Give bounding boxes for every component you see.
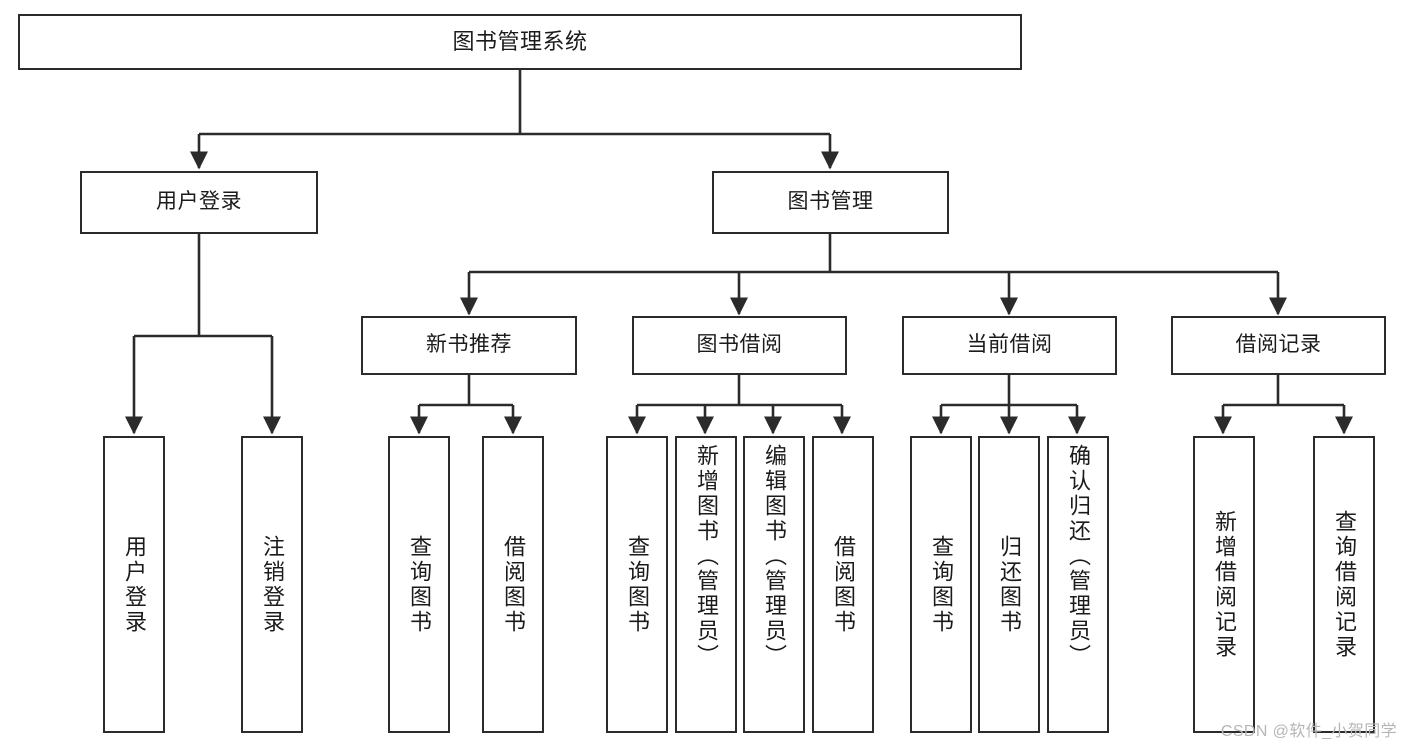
node-borrow-record[interactable]: 借阅记录 xyxy=(1171,316,1386,375)
node-book-borrow-label: 图书借阅 xyxy=(696,333,783,357)
node-leaf-user-login[interactable]: 用户登录 xyxy=(103,436,165,733)
node-leaf-add-book-label: 新增图书（管理员） xyxy=(694,444,719,669)
node-leaf-edit-book[interactable]: 编辑图书（管理员） xyxy=(743,436,805,733)
node-leaf-query-book-2-label: 查询图书 xyxy=(625,534,650,635)
node-leaf-query-book-1-label: 查询图书 xyxy=(407,534,432,635)
node-root-label: 图书管理系统 xyxy=(452,29,588,55)
node-leaf-query-book-3-label: 查询图书 xyxy=(929,534,954,635)
node-book-manage[interactable]: 图书管理 xyxy=(712,171,949,234)
node-leaf-query-book-1[interactable]: 查询图书 xyxy=(388,436,450,733)
node-user-login[interactable]: 用户登录 xyxy=(80,171,318,234)
node-current-borrow[interactable]: 当前借阅 xyxy=(902,316,1117,375)
node-book-manage-label: 图书管理 xyxy=(787,190,874,214)
node-leaf-add-record-label: 新增借阅记录 xyxy=(1212,509,1237,660)
node-leaf-query-record[interactable]: 查询借阅记录 xyxy=(1313,436,1375,733)
node-leaf-confirm-return[interactable]: 确认归还（管理员） xyxy=(1047,436,1109,733)
node-leaf-edit-book-label: 编辑图书（管理员） xyxy=(762,444,787,669)
node-leaf-return-book-label: 归还图书 xyxy=(997,534,1022,635)
node-leaf-return-book[interactable]: 归还图书 xyxy=(978,436,1040,733)
node-leaf-add-record[interactable]: 新增借阅记录 xyxy=(1193,436,1255,733)
node-leaf-query-book-2[interactable]: 查询图书 xyxy=(606,436,668,733)
node-new-book-rec-label: 新书推荐 xyxy=(426,333,512,357)
node-book-borrow[interactable]: 图书借阅 xyxy=(632,316,847,375)
node-user-login-label: 用户登录 xyxy=(156,190,242,214)
node-leaf-user-login-label: 用户登录 xyxy=(122,534,147,635)
node-leaf-user-logout-label: 注销登录 xyxy=(260,534,285,635)
node-leaf-borrow-book-1-label: 借阅图书 xyxy=(501,534,526,635)
node-leaf-borrow-book-1[interactable]: 借阅图书 xyxy=(482,436,544,733)
node-leaf-confirm-return-label: 确认归还（管理员） xyxy=(1066,444,1091,669)
node-leaf-add-book[interactable]: 新增图书（管理员） xyxy=(675,436,737,733)
node-new-book-rec[interactable]: 新书推荐 xyxy=(361,316,577,375)
node-leaf-borrow-book-2-label: 借阅图书 xyxy=(831,534,856,635)
node-root[interactable]: 图书管理系统 xyxy=(18,14,1022,70)
node-leaf-query-record-label: 查询借阅记录 xyxy=(1332,509,1357,660)
node-leaf-borrow-book-2[interactable]: 借阅图书 xyxy=(812,436,874,733)
node-leaf-user-logout[interactable]: 注销登录 xyxy=(241,436,303,733)
csdn-watermark: CSDN @软件_小贺同学 xyxy=(1220,723,1397,740)
node-current-borrow-label: 当前借阅 xyxy=(966,333,1053,357)
node-leaf-query-book-3[interactable]: 查询图书 xyxy=(910,436,972,733)
node-borrow-record-label: 借阅记录 xyxy=(1235,333,1322,357)
